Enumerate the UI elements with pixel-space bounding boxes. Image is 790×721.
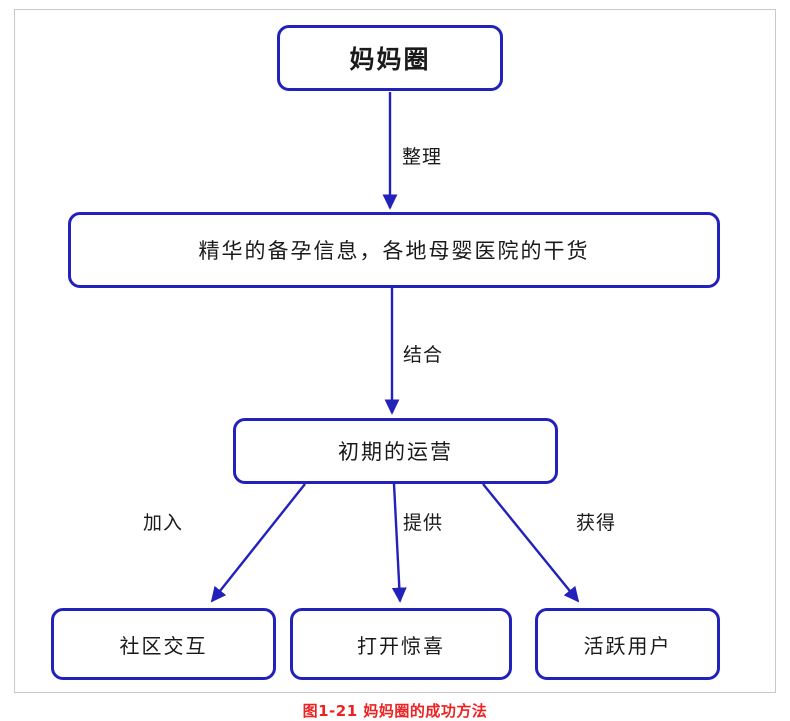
edge-label-operation-community: 加入 bbox=[143, 512, 184, 534]
node-community-label: 社区交互 bbox=[119, 633, 208, 658]
edge-label-info-operation: 结合 bbox=[403, 344, 444, 366]
node-operation[interactable]: 初期的运营 bbox=[233, 418, 558, 484]
figure-caption: 图1-21 妈妈圈的成功方法 bbox=[302, 702, 488, 720]
node-operation-label: 初期的运营 bbox=[338, 440, 453, 464]
node-community[interactable]: 社区交互 bbox=[51, 608, 276, 680]
node-activeuser-label: 活跃用户 bbox=[583, 633, 672, 658]
node-info[interactable]: 精华的备孕信息，各地母婴医院的干货 bbox=[68, 212, 720, 288]
node-activeuser[interactable]: 活跃用户 bbox=[535, 608, 720, 680]
node-surprise[interactable]: 打开惊喜 bbox=[290, 608, 512, 680]
edge-label-operation-activeuser: 获得 bbox=[576, 512, 617, 534]
edge-label-root-info: 整理 bbox=[402, 146, 443, 168]
node-surprise-label: 打开惊喜 bbox=[357, 633, 445, 658]
node-root-label: 妈妈圈 bbox=[349, 45, 431, 74]
node-info-label: 精华的备孕信息，各地母婴医院的干货 bbox=[198, 239, 590, 263]
edge-label-operation-surprise: 提供 bbox=[403, 512, 444, 534]
figure-frame bbox=[14, 9, 776, 693]
node-root[interactable]: 妈妈圈 bbox=[277, 25, 503, 91]
